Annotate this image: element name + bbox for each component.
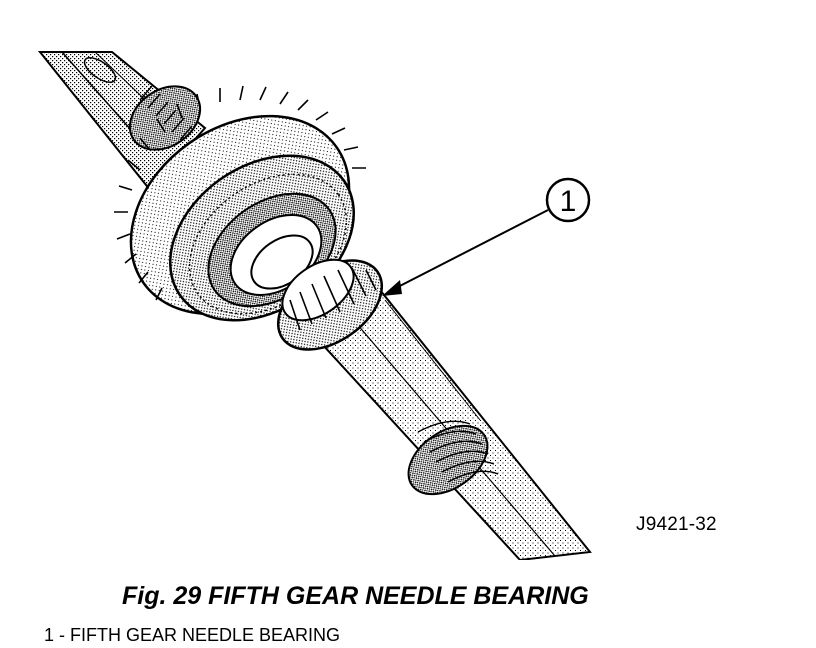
figure-caption: Fig. 29 FIFTH GEAR NEEDLE BEARING bbox=[122, 582, 589, 610]
callout-number: 1 bbox=[560, 185, 577, 218]
upper-shaft bbox=[37, 51, 207, 192]
legend-item: 1 - FIFTH GEAR NEEDLE BEARING bbox=[44, 625, 341, 645]
rear-spline-collar bbox=[128, 85, 202, 151]
callout-marker: 1 bbox=[545, 177, 591, 223]
figure-id-label: J9421-32 bbox=[636, 514, 717, 535]
callout-leader bbox=[382, 209, 549, 296]
needle-bearing bbox=[276, 258, 384, 351]
threaded-section bbox=[407, 420, 499, 496]
gear-shaft-illustration: 1 bbox=[37, 51, 592, 560]
